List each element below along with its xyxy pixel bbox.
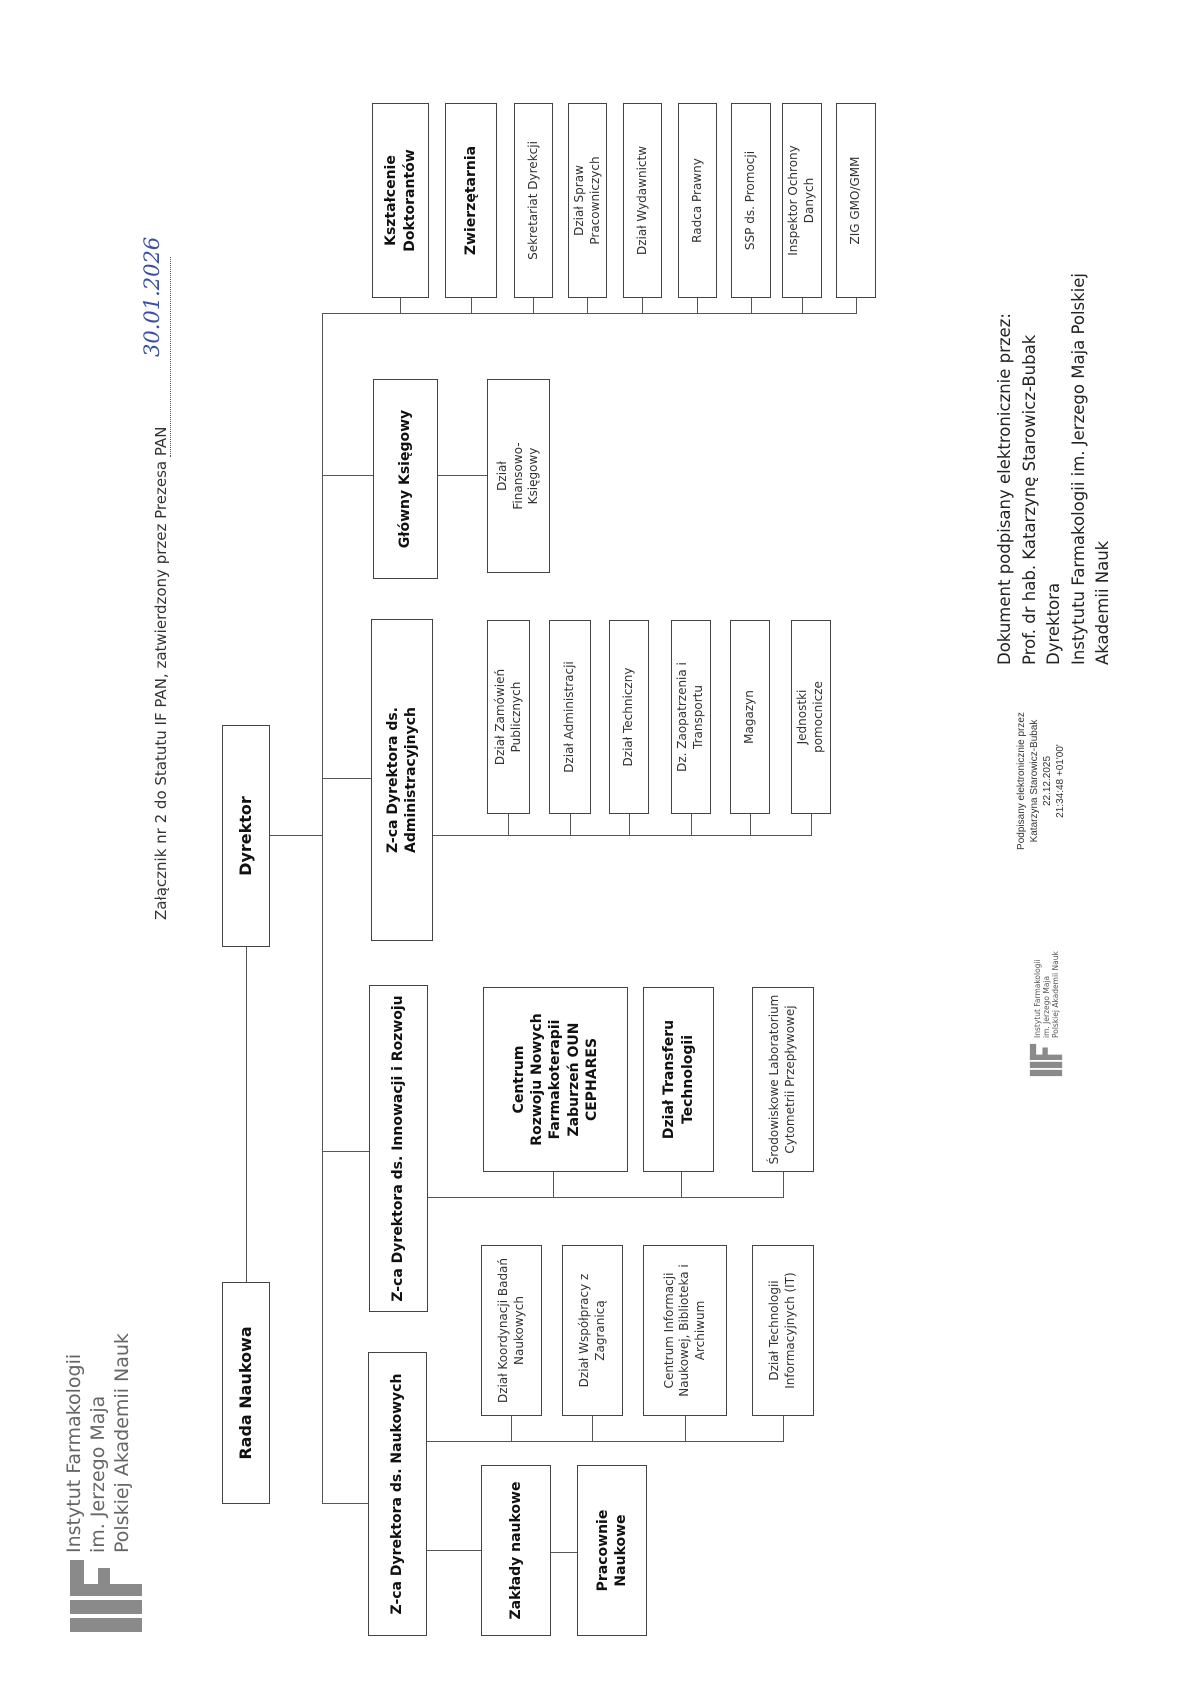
unit-box: Dział Spraw Pracowniczych xyxy=(568,103,607,298)
connector-line xyxy=(751,298,753,314)
unit-box: Dział Współpracy z Zagranicą xyxy=(562,1245,623,1416)
connector-line xyxy=(427,1549,481,1551)
zca-administracyjnych-box: Z-ca Dyrektora ds. Administracyjnych xyxy=(371,619,433,941)
approval-date-handwritten: 30.01.2026 xyxy=(140,236,164,357)
main-bus-line xyxy=(322,314,324,1504)
signature-stamp: Podpisany elektronicznie przez Katarzyna… xyxy=(1015,691,1067,871)
naukowych-bus-line xyxy=(427,1440,783,1442)
unit-box: Dział Technologii Informacyjnych (IT) xyxy=(752,1245,814,1416)
connector-line xyxy=(471,298,473,314)
rada-naukowa-box: Rada Naukowa xyxy=(222,1282,270,1504)
unit-box: Magazyn xyxy=(730,620,770,814)
document-title: Załącznik nr 2 do Statutu IF PAN, zatwie… xyxy=(152,426,170,920)
connector-line xyxy=(400,298,402,314)
stamp-logo: Instytut Farmakologii im. Jerzego Maja P… xyxy=(1028,951,1064,1077)
institute-name-line: Instytut Farmakologii xyxy=(63,1353,85,1553)
connector-line xyxy=(553,1172,555,1198)
signature-line: Dyrektora xyxy=(1044,582,1063,665)
connector-line xyxy=(587,298,589,314)
connector-line xyxy=(322,777,371,779)
connector-line xyxy=(629,814,631,836)
innowacji-bus-line xyxy=(428,1196,783,1198)
direct-bus-line xyxy=(322,312,856,314)
cephares-box: Centrum Rozwoju Nowych Farmakoterapii Za… xyxy=(483,987,628,1172)
institute-name: Instytut Farmakologii im. Jerzego Maja P… xyxy=(62,1333,134,1553)
connector-line xyxy=(570,814,572,836)
unit-box: Centrum Informacji Naukowej, Biblioteka … xyxy=(643,1245,727,1416)
connector-line xyxy=(685,1416,687,1442)
pracownie-naukowe-box: Pracownie Naukowe xyxy=(577,1465,647,1636)
institute-name-line: im. Jerzego Maja xyxy=(87,1395,109,1553)
transfer-technologii-box: Dział Transferu Technologii xyxy=(643,987,714,1172)
connector-line xyxy=(511,1416,513,1442)
connector-line xyxy=(802,298,804,314)
unit-box: Sekretariat Dyrekcji xyxy=(514,103,553,298)
connector-line xyxy=(783,1172,785,1198)
stamp-logo-line: Polskiej Akademii Nauk xyxy=(1050,951,1060,1038)
zaklady-naukowe-box: Zakłady naukowe xyxy=(481,1465,551,1636)
zca-innowacji-box: Z-ca Dyrektora ds. Innowacji i Rozwoju xyxy=(369,985,428,1312)
unit-box: SSP ds. Promocji xyxy=(731,103,771,298)
unit-box: Jednostki pomocnicze xyxy=(791,620,831,814)
zca-naukowych-box: Z-ca Dyrektora ds. Naukowych xyxy=(368,1352,427,1636)
unit-box: Dział Administracji xyxy=(549,620,591,814)
date-dotted-line xyxy=(170,257,171,457)
connector-line xyxy=(783,1416,785,1442)
signature-line: Akademii Nauk xyxy=(1093,540,1112,665)
stamp-line: Podpisany elektronicznie przez xyxy=(1016,712,1027,850)
institute-name-line: Polskiej Akademii Nauk xyxy=(111,1333,133,1553)
institute-logo-icon xyxy=(66,1558,146,1634)
connector-line xyxy=(691,814,693,836)
dyrektor-box: Dyrektor xyxy=(222,725,270,947)
connector-line xyxy=(592,1416,594,1442)
unit-box: Dział Finansowo-Księgowy xyxy=(487,379,550,573)
stamp-logo-line: im. Jerzego Maja xyxy=(1041,975,1051,1038)
signature-line: Prof. dr hab. Katarzynę Starowicz-Bubak xyxy=(1019,334,1039,665)
unit-box: Środowiskowe Laboratorium Cytometrii Prz… xyxy=(752,987,814,1172)
connector-line xyxy=(642,298,644,314)
unit-box: Dział Zamówień Publicznych xyxy=(487,620,530,814)
administracyjnych-bus-line xyxy=(433,834,811,836)
zwierzetarnia-box: Zwierzętarnia xyxy=(445,103,497,298)
stamp-line: 21:34:48 +01'00' xyxy=(1055,744,1066,818)
unit-box: Dział Techniczny xyxy=(609,620,649,814)
unit-box: Dz. Zaopatrzenia i Transportu xyxy=(671,620,711,814)
unit-box: Dział Koordynacji Badań Naukowych xyxy=(481,1245,542,1416)
connector-line xyxy=(856,298,858,314)
institute-logo-icon xyxy=(1029,1043,1063,1077)
signature-line: Dokument podpisany elektronicznie przez: xyxy=(995,313,1014,665)
stamp-line: Katarzyna Starowicz-Bubak xyxy=(1029,719,1040,843)
stamp-logo-line: Instytut Farmakologii xyxy=(1032,959,1042,1038)
connector-line xyxy=(697,298,699,314)
connector-line xyxy=(322,1150,369,1152)
connector-line xyxy=(322,1502,368,1504)
unit-box: Radca Prawny xyxy=(678,103,717,298)
connector-line xyxy=(270,834,322,836)
unit-box: Dział Wydawnictw xyxy=(623,103,662,298)
unit-box: ZIG GMO/GMM xyxy=(836,103,876,298)
signature-line: Instytutu Farmakologii im. Jerzego Maja … xyxy=(1068,272,1088,665)
unit-box: Inspektor Ochrony Danych xyxy=(782,103,822,298)
connector-line xyxy=(811,814,813,836)
glowny-ksiegowy-box: Główny Księgowy xyxy=(373,379,438,579)
connector-line xyxy=(246,947,248,1282)
ksztalcenie-doktorantow-box: Kształcenie Doktorantów xyxy=(372,103,429,298)
signature-block: Dokument podpisany elektronicznie przez:… xyxy=(993,273,1116,665)
connector-line xyxy=(681,1172,683,1198)
connector-line xyxy=(533,298,535,314)
connector-line xyxy=(750,814,752,836)
connector-line xyxy=(322,474,373,476)
stamp-line: 22.12.2025 xyxy=(1042,755,1053,807)
connector-line xyxy=(508,814,510,836)
connector-line xyxy=(438,474,487,476)
connector-line xyxy=(551,1551,577,1553)
